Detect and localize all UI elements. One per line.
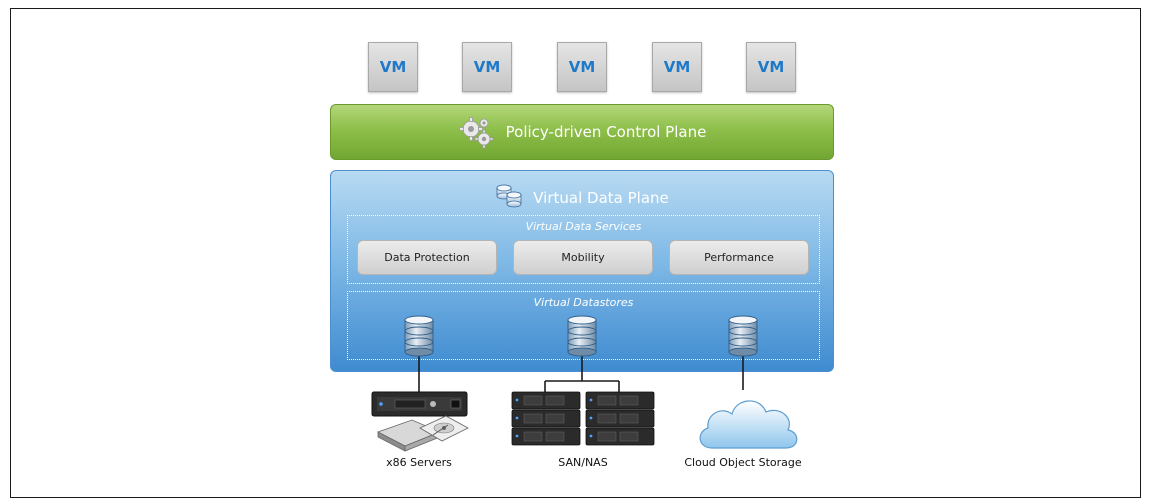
x86-servers-label: x86 Servers xyxy=(386,456,452,469)
vm-box-2: VM xyxy=(462,42,512,92)
data-plane-header: Virtual Data Plane xyxy=(331,183,833,213)
cloud-storage-label: Cloud Object Storage xyxy=(684,456,802,469)
database-stack-icon xyxy=(495,183,523,213)
data-services-group: Virtual Data Services xyxy=(347,215,820,284)
service-mobility: Mobility xyxy=(513,240,653,275)
vm-box-3: VM xyxy=(557,42,607,92)
x86-server-icon xyxy=(371,391,469,452)
service-performance: Performance xyxy=(669,240,809,275)
datastores-title: Virtual Datastores xyxy=(533,296,634,309)
san-nas-label: SAN/NAS xyxy=(558,456,608,469)
service-data-protection: Data Protection xyxy=(357,240,497,275)
control-plane: Policy-driven Control Plane xyxy=(330,104,834,160)
san-nas-rack-icon xyxy=(511,391,655,446)
datastore-1-icon xyxy=(404,315,434,357)
cloud-icon xyxy=(699,400,798,449)
gears-icon xyxy=(458,114,494,150)
vm-box-4: VM xyxy=(652,42,702,92)
vm-box-5: VM xyxy=(746,42,796,92)
data-services-title: Virtual Data Services xyxy=(525,220,642,233)
datastore-3-icon xyxy=(728,315,758,357)
data-plane-label: Virtual Data Plane xyxy=(533,189,669,207)
vm-box-1: VM xyxy=(368,42,418,92)
datastores-group: Virtual Datastores xyxy=(347,291,820,360)
datastore-2-icon xyxy=(567,315,597,357)
control-plane-label: Policy-driven Control Plane xyxy=(505,123,707,141)
